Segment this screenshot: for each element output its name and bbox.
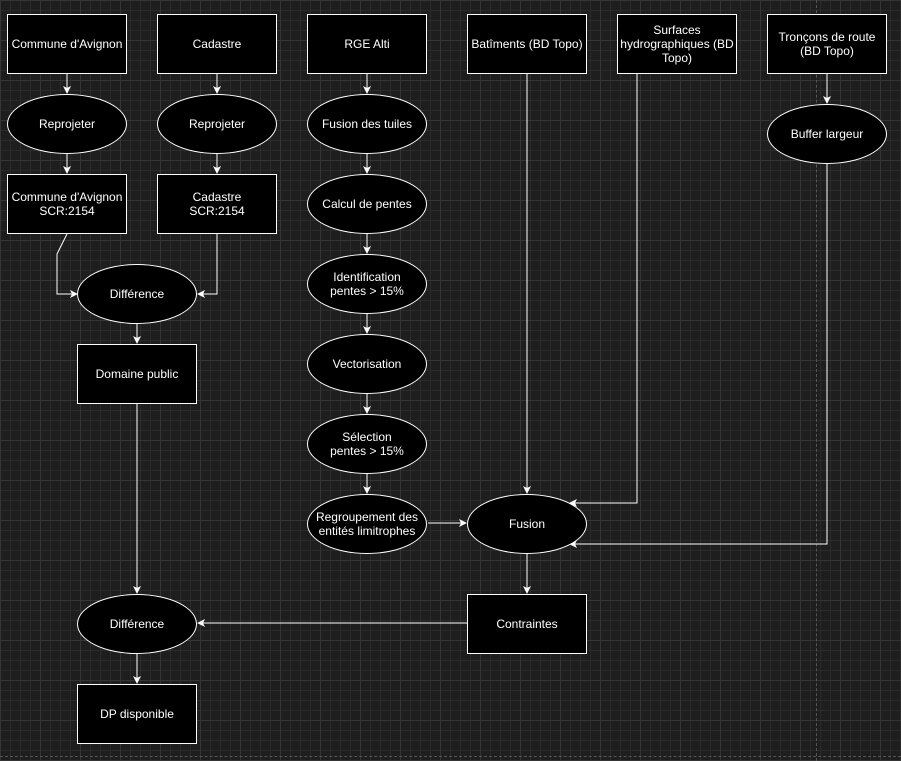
page-break-vertical — [816, 0, 817, 761]
node-calcul-pentes[interactable]: Calcul de pentes — [307, 174, 427, 234]
node-buffer-largeur[interactable]: Buffer largeur — [767, 104, 887, 164]
node-selection-pentes[interactable]: Sélection pentes > 15% — [307, 414, 427, 474]
node-contraintes[interactable]: Contraintes — [467, 594, 587, 654]
node-vectorisation[interactable]: Vectorisation — [307, 334, 427, 394]
node-troncons-route[interactable]: Tronçons de route (BD Topo) — [767, 14, 887, 74]
node-commune-avignon[interactable]: Commune d'Avignon — [7, 14, 127, 74]
node-fusion-tuiles[interactable]: Fusion des tuiles — [307, 94, 427, 154]
node-cadastre[interactable]: Cadastre — [157, 14, 277, 74]
node-reprojeter-commune[interactable]: Reprojeter — [7, 94, 127, 154]
node-domaine-public[interactable]: Domaine public — [77, 344, 197, 404]
edge-buffer-fusion — [569, 164, 828, 548]
edge-cadastre-scr-difference — [197, 234, 218, 298]
node-regroupement[interactable]: Regroupement des entités limitrophes — [307, 494, 427, 554]
node-difference-1[interactable]: Différence — [77, 264, 197, 324]
node-surfaces-hydro[interactable]: Surfaces hydrographiques (BD Topo) — [617, 14, 737, 74]
node-rge-alti[interactable]: RGE Alti — [307, 14, 427, 74]
node-batiments[interactable]: Batîments (BD Topo) — [467, 14, 587, 74]
node-cadastre-scr[interactable]: Cadastre SCR:2154 — [157, 174, 277, 234]
page-break-horizontal — [0, 756, 901, 757]
node-dp-disponible[interactable]: DP disponible — [77, 684, 197, 744]
node-fusion[interactable]: Fusion — [467, 494, 587, 554]
node-difference-2[interactable]: Différence — [77, 594, 197, 654]
node-identification-pentes[interactable]: Identification pentes > 15% — [307, 254, 427, 314]
edge-commune-scr-difference — [56, 233, 78, 298]
node-commune-scr[interactable]: Commune d'Avignon SCR:2154 — [7, 174, 127, 234]
edge-surfaces-fusion — [569, 74, 638, 507]
node-reprojeter-cadastre[interactable]: Reprojeter — [157, 94, 277, 154]
